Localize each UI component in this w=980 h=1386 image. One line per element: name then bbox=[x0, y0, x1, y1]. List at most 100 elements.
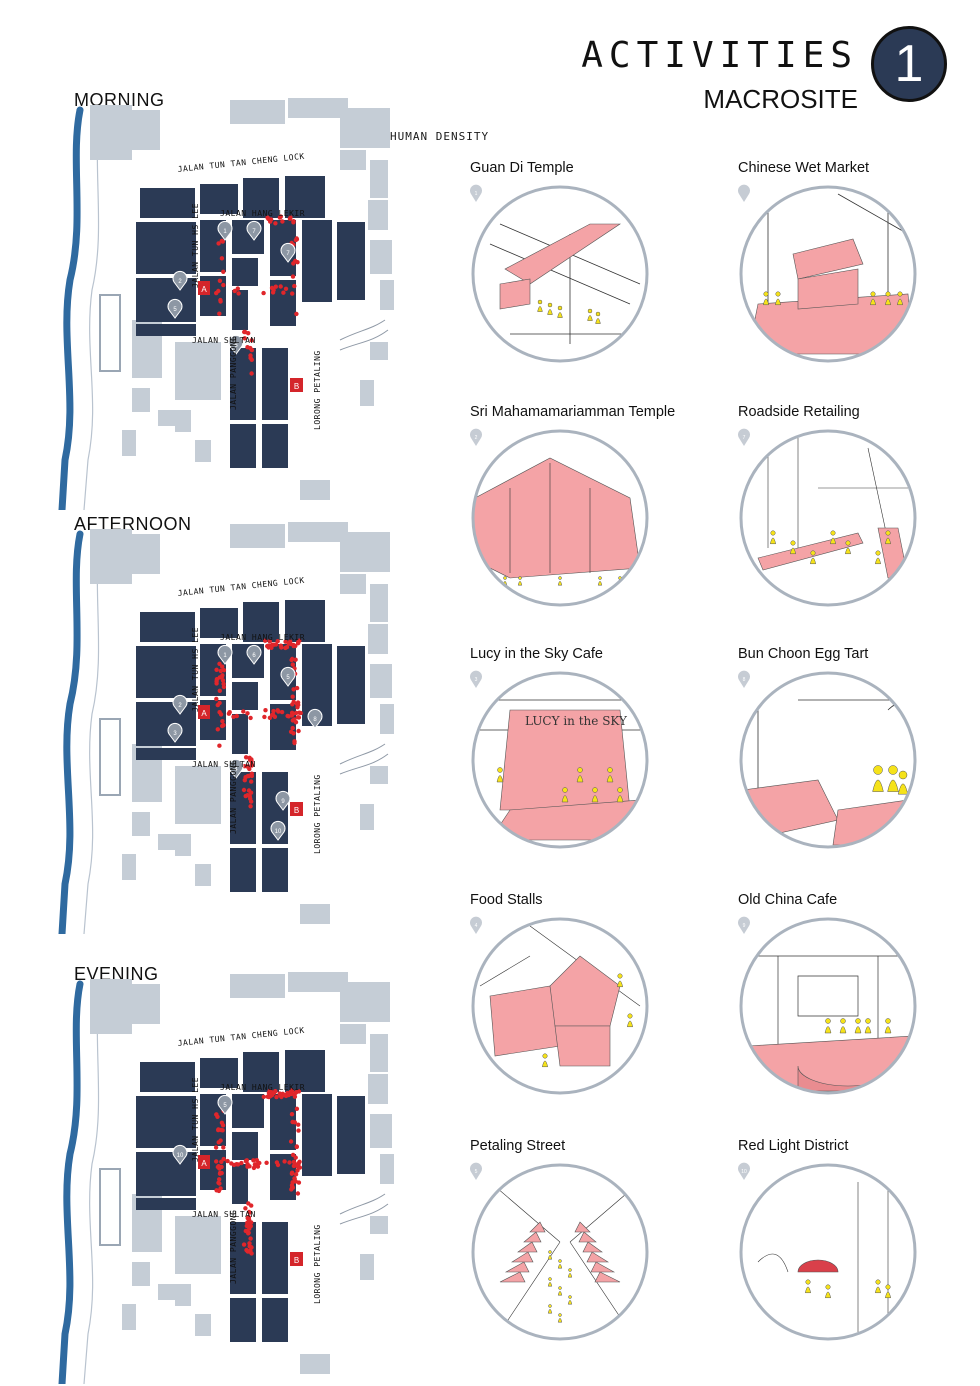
surrounding-building bbox=[175, 410, 191, 432]
street-label: JALAN HANG LEKIR bbox=[220, 1083, 305, 1092]
street-label: JALAN TUN TAN CHENG LOCK bbox=[177, 576, 305, 598]
surrounding-building bbox=[380, 280, 394, 310]
density-dot bbox=[267, 639, 272, 644]
density-dot bbox=[220, 664, 225, 669]
density-dot bbox=[293, 657, 298, 662]
card-pin-number: 2 bbox=[475, 435, 478, 441]
road-edge bbox=[339, 319, 386, 341]
city-block bbox=[136, 222, 196, 274]
density-dot bbox=[283, 639, 288, 644]
density-dot bbox=[221, 681, 226, 687]
person-figure bbox=[865, 1018, 871, 1024]
sketch-svg bbox=[738, 184, 917, 363]
person-figure bbox=[864, 1026, 872, 1034]
sketch-shape bbox=[574, 1221, 591, 1233]
city-block bbox=[200, 1058, 238, 1088]
density-dot bbox=[219, 1120, 225, 1125]
person-figure bbox=[855, 1018, 861, 1024]
density-dot bbox=[249, 779, 254, 784]
pin-number: 5 bbox=[223, 1103, 227, 1109]
density-dot bbox=[283, 286, 289, 291]
surrounding-building bbox=[360, 380, 374, 406]
density-dot bbox=[273, 284, 278, 289]
person-figure bbox=[872, 779, 884, 792]
density-dot bbox=[292, 1094, 298, 1099]
city-block bbox=[232, 258, 258, 286]
density-dot bbox=[227, 710, 232, 715]
person-figure bbox=[810, 550, 816, 556]
person-figure bbox=[617, 973, 623, 979]
person-figure bbox=[845, 540, 851, 546]
person-figure bbox=[567, 1273, 573, 1278]
location-pin-icon: 5 bbox=[280, 666, 296, 687]
person-figure bbox=[547, 309, 553, 315]
sketch-svg: 10 bbox=[738, 1162, 917, 1341]
density-dot bbox=[294, 1106, 300, 1111]
person-figure bbox=[496, 775, 504, 783]
street-label: JALAN SULTAN bbox=[192, 1210, 256, 1219]
sketch-frame bbox=[471, 429, 649, 607]
sketch-svg: 4 bbox=[470, 916, 649, 1095]
marker-a-label: A bbox=[201, 285, 207, 294]
sketch-frame bbox=[471, 671, 649, 849]
street-label: JALAN TUN HS LEE bbox=[191, 203, 200, 288]
person-figure bbox=[557, 1318, 563, 1323]
cafe-sign: LUCY in the SKY bbox=[525, 714, 628, 728]
city-block bbox=[136, 324, 196, 336]
surrounding-building bbox=[368, 200, 388, 230]
density-dot bbox=[218, 1170, 223, 1175]
sketch-frame bbox=[471, 917, 649, 1095]
density-dot bbox=[294, 311, 299, 317]
surrounding-building bbox=[195, 864, 211, 886]
person-figure bbox=[568, 1268, 572, 1272]
surrounding-building bbox=[370, 240, 392, 274]
city-block bbox=[136, 1096, 196, 1148]
person-figure bbox=[627, 1013, 633, 1019]
surrounding-building bbox=[132, 110, 160, 150]
density-dot bbox=[247, 1164, 252, 1169]
sketch-svg: 7 bbox=[738, 428, 917, 607]
surrounding-building bbox=[368, 624, 388, 654]
density-dot bbox=[246, 788, 252, 793]
person-figure bbox=[517, 581, 523, 586]
card-pin-number: 8 bbox=[743, 677, 746, 683]
density-dot bbox=[273, 1089, 278, 1094]
density-dot bbox=[290, 694, 295, 699]
person-figure bbox=[488, 576, 492, 580]
surrounding-building bbox=[340, 532, 390, 572]
density-dot bbox=[247, 766, 252, 772]
activity-card: Red Light District 10 bbox=[738, 1138, 980, 1341]
sketch-shape bbox=[499, 278, 531, 310]
activity-title: Food Stalls bbox=[470, 892, 543, 908]
surrounding-building bbox=[300, 480, 330, 500]
surrounding-building bbox=[340, 982, 390, 1022]
city-block bbox=[262, 1222, 288, 1294]
density-dot bbox=[278, 284, 283, 289]
bridge bbox=[99, 294, 121, 372]
activity-title: Sri Mahamamariamman Temple bbox=[470, 404, 676, 420]
location-pin-icon: 10 bbox=[172, 1144, 188, 1165]
person-figure bbox=[606, 775, 614, 783]
density-dot bbox=[217, 311, 222, 316]
person-figure bbox=[497, 767, 503, 773]
density-dot bbox=[289, 1088, 295, 1093]
person-figure bbox=[887, 779, 899, 792]
person-figure bbox=[558, 1313, 562, 1317]
street-label: JALAN TUN TAN CHENG LOCK bbox=[177, 1026, 305, 1048]
person-figure bbox=[830, 530, 836, 536]
density-dot bbox=[273, 642, 279, 647]
activity-title: Red Light District bbox=[738, 1138, 849, 1154]
pin-number: 7 bbox=[286, 251, 290, 257]
density-dot bbox=[246, 1230, 251, 1235]
person-figure bbox=[548, 1304, 552, 1308]
person-figure bbox=[763, 291, 769, 297]
person-figure bbox=[577, 767, 583, 773]
